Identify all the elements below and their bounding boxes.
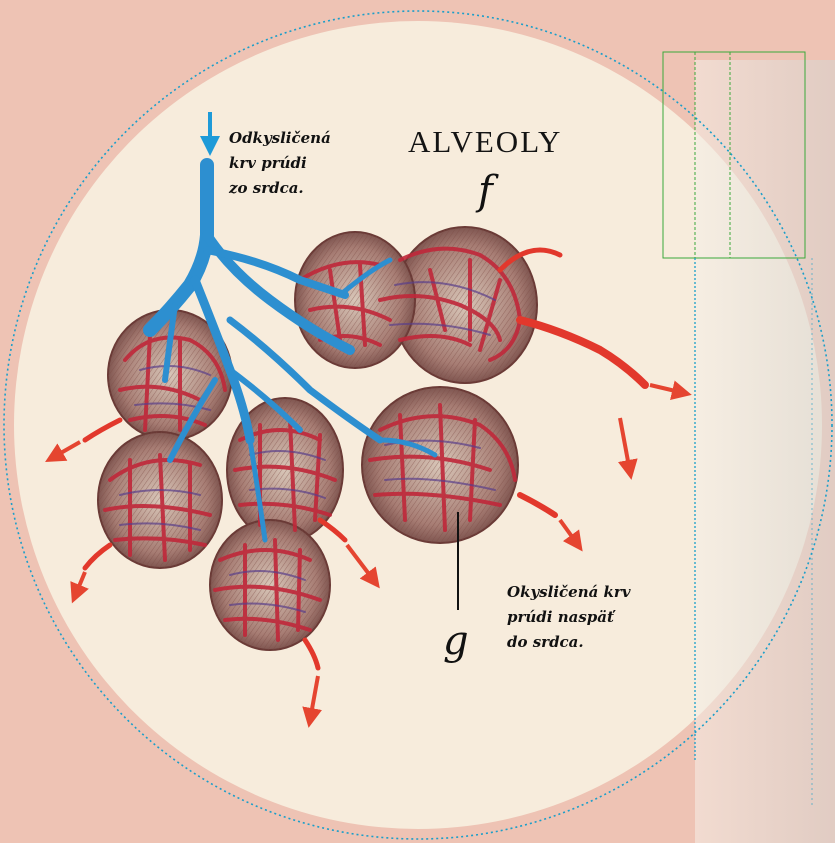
deoxygenated-blood-note: Odkysličená krv prúdi zo srdca. [229,126,331,201]
label-f: f [478,168,493,214]
oxygenated-blood-note: Okysličená krv prúdi naspäť do srdca. [507,580,631,655]
diagram-title: ALVEOLY [408,124,562,160]
label-g: g [443,618,469,664]
